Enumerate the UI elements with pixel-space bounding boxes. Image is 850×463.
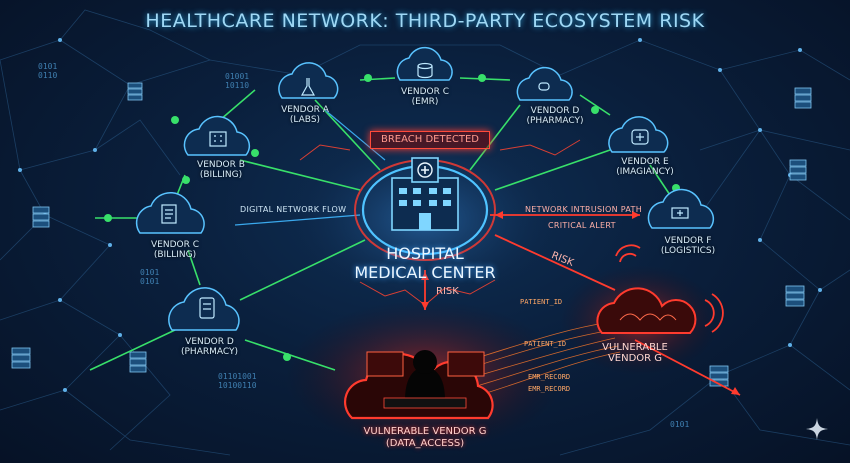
cloud-vendor-e (608, 116, 669, 153)
cloud-vendor-c-left (135, 192, 205, 234)
vendor-c-emr-label: VENDOR C(EMR) (401, 87, 449, 107)
critical-alert-label: CRITICAL ALERT (548, 221, 616, 230)
data-tag: EMR_RECORD (528, 373, 571, 381)
binary-decoration: 0101 (670, 420, 690, 429)
digital-network-flow-label: DIGITAL NETWORK FLOW (240, 205, 347, 214)
check-nodes (104, 74, 680, 361)
server-icons (11, 82, 812, 387)
alert-arrows (421, 211, 740, 395)
hospital-icon (354, 157, 496, 261)
vulnerable-vendor-g-bottom-label: VULNERABLE VENDOR G(DATA_ACCESS) (363, 426, 487, 449)
lightning (299, 139, 581, 306)
cloud-vendor-a (278, 62, 339, 99)
cloud-vendor-d-top (516, 66, 573, 101)
vendor-f-label: VENDOR F(LOGISTICS) (660, 236, 716, 256)
hacker-cloud (343, 350, 494, 420)
breach-detected-badge: BREACH DETECTED (370, 131, 490, 149)
sparkle-icon (806, 418, 828, 440)
vendor-b-label: VENDOR B(BILLING) (197, 160, 245, 180)
vendor-a-label: VENDOR A(LABS) (281, 105, 329, 125)
data-tag: EMR_RECORD (528, 385, 571, 393)
data-tag: PATIENT_ID (524, 340, 567, 348)
vulnerable-cloud-right (596, 244, 724, 334)
blue-links (234, 109, 386, 226)
cloud-vendor-b (183, 115, 251, 156)
vendor-e-label: VENDOR E(IMAGIANCY) (616, 157, 674, 177)
diagram-title: HEALTHCARE NETWORK: THIRD-PARTY ECOSYSTE… (145, 10, 705, 32)
vendor-c-billing-label: VENDOR C(BILLING) (151, 240, 199, 260)
vendor-glyphs (161, 62, 689, 319)
risk-label-center: RISK (436, 286, 459, 297)
vendor-d-pharmacy-top-label: VENDOR D(PHARMACY) (526, 106, 584, 126)
vendor-d-pharmacy-left-label: VENDOR D(PHARMACY) (180, 337, 238, 357)
cloud-vendor-f (647, 188, 715, 229)
green-links (89, 77, 671, 371)
data-tag: PATIENT_ID (520, 298, 563, 306)
network-intrusion-path-label: NETWORK INTRUSION PATH (525, 205, 643, 214)
